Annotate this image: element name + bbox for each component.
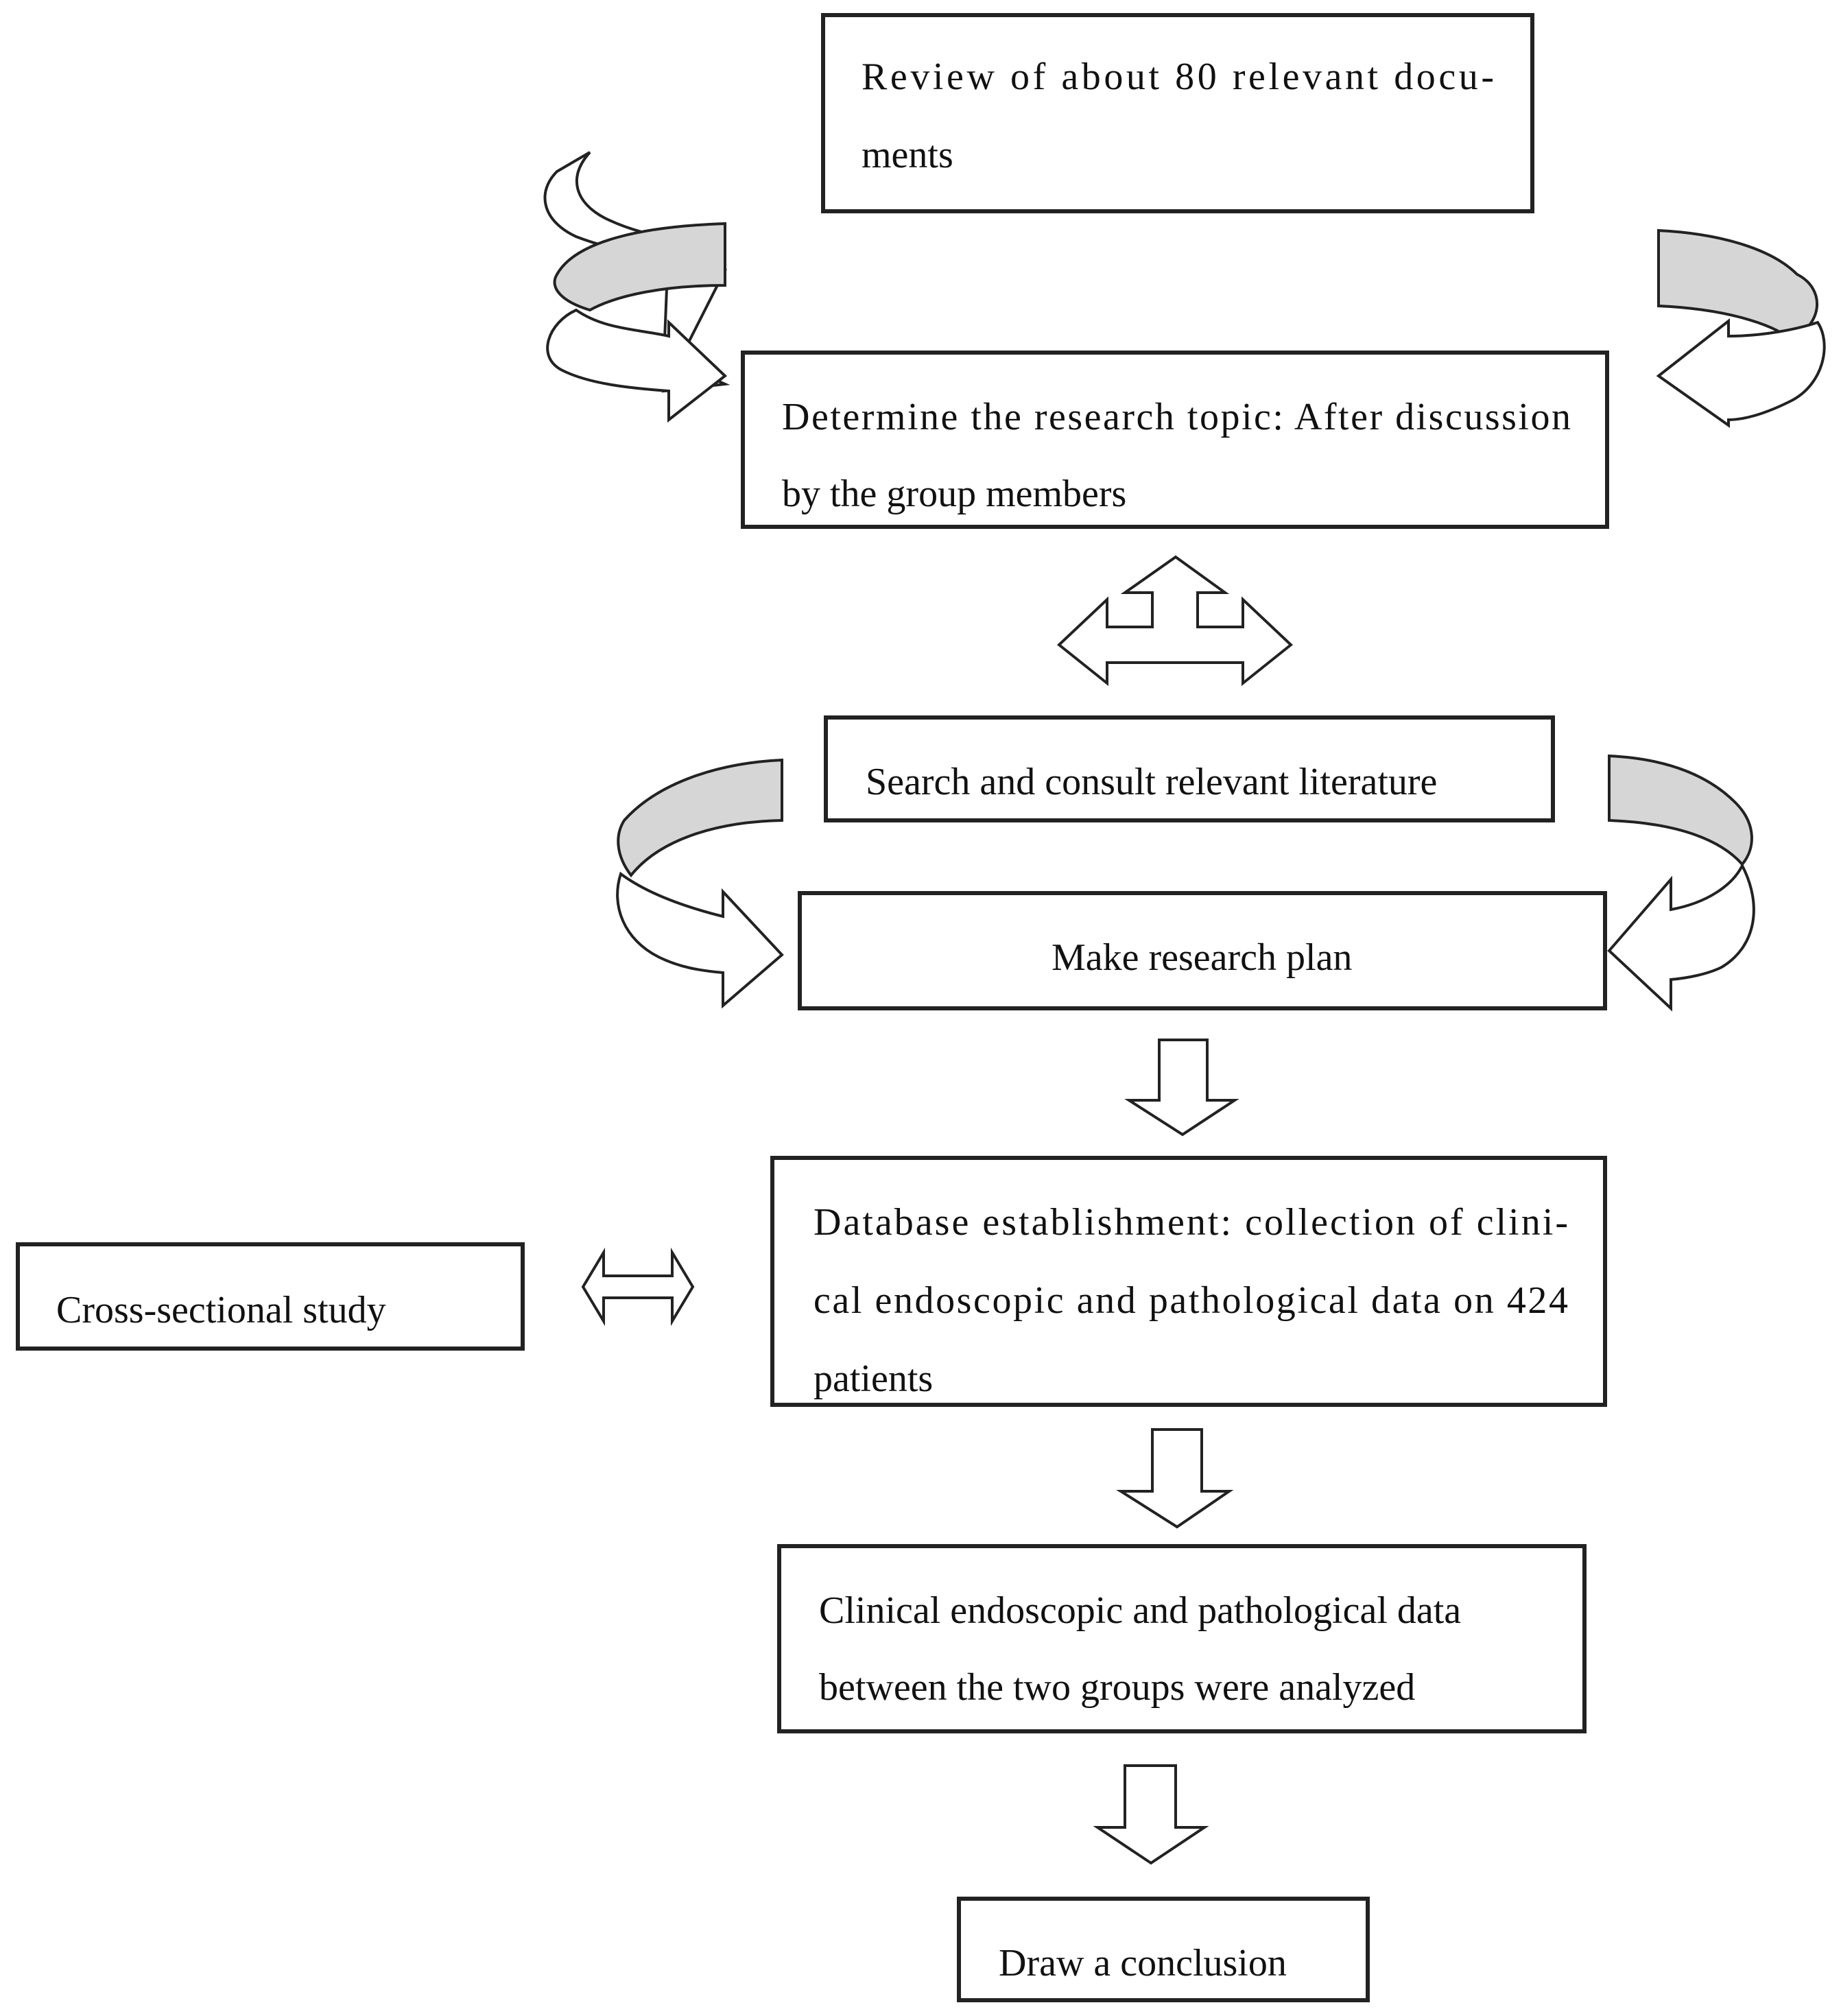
node-review-line1: Review of about 80 relevant docu-: [862, 56, 1494, 98]
node-cross-sectional: Cross-sectional study: [16, 1242, 525, 1351]
node-conclusion-line1: Draw a conclusion: [999, 1942, 1287, 1984]
node-search: Search and consult relevant literature: [824, 715, 1555, 822]
node-database-line1: Database establishment: collection of cl…: [813, 1201, 1568, 1244]
curved-arrow-left-to-plan: [616, 758, 784, 1009]
node-analysis-line1: Clinical endoscopic and pathological dat…: [819, 1589, 1461, 1632]
node-topic: Determine the research topic: After disc…: [741, 351, 1609, 529]
node-search-line1: Search and consult relevant literature: [866, 761, 1437, 803]
node-topic-line2: by the group members: [782, 473, 1126, 515]
node-database: Database establishment: collection of cl…: [770, 1156, 1607, 1407]
node-review: Review of about 80 relevant docu- ments: [821, 13, 1534, 213]
node-database-line2: cal endoscopic and pathological data on …: [813, 1279, 1568, 1322]
three-way-arrow: [1056, 555, 1294, 687]
curved-arrow-right-to-topic: [1656, 228, 1826, 428]
node-review-line2: ments: [862, 134, 953, 176]
down-arrow-database-to-analysis: [1116, 1428, 1234, 1529]
double-arrow-cross-database: [581, 1247, 695, 1327]
node-plan-line1: Make research plan: [1052, 936, 1352, 979]
down-arrow-analysis-to-conclusion: [1093, 1764, 1209, 1865]
curved-arrow-right-to-plan: [1607, 754, 1755, 1012]
node-analysis-line2: between the two groups were analyzed: [819, 1666, 1415, 1709]
node-plan: Make research plan: [798, 891, 1607, 1010]
node-database-line3: patients: [813, 1357, 933, 1400]
down-arrow-plan-to-database: [1124, 1039, 1239, 1137]
curved-arrow-left-to-topic: [543, 151, 731, 423]
node-conclusion: Draw a conclusion: [957, 1897, 1370, 2002]
node-cross-sectional-line1: Cross-sectional study: [56, 1289, 386, 1331]
node-analysis: Clinical endoscopic and pathological dat…: [777, 1544, 1587, 1733]
node-topic-line1: Determine the research topic: After disc…: [782, 396, 1571, 438]
